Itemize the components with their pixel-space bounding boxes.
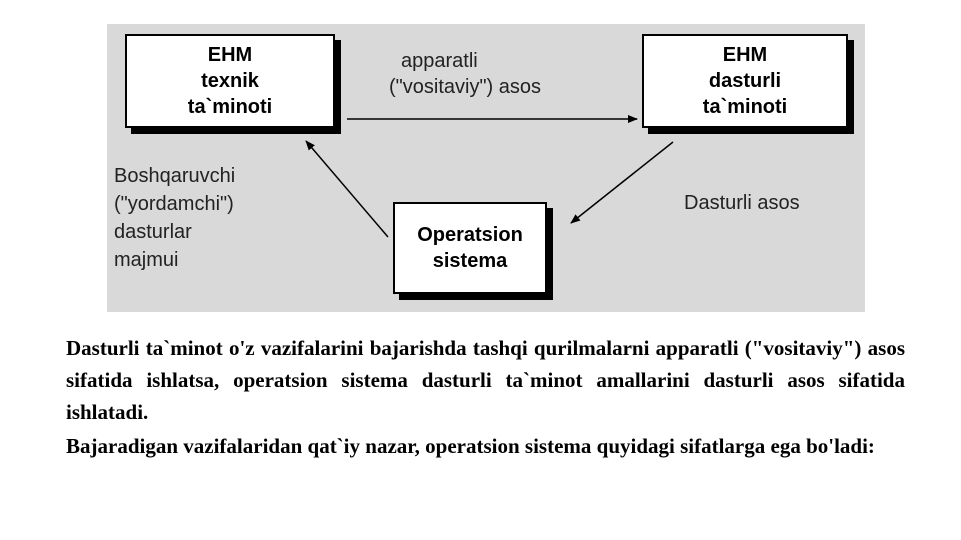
label-hardware-basis-line1: apparatli: [401, 50, 478, 72]
label-hardware-basis: apparatli ("vositaviy") asos: [389, 48, 541, 100]
label-control-programs: Boshqaruvchi ("yordamchi") dasturlar maj…: [114, 162, 235, 274]
box-software: EHM dasturli ta`minoti: [642, 34, 848, 128]
box-software-line2: dasturli: [708, 70, 782, 92]
diagram-arrows: [305, 115, 674, 238]
paragraph-2: Bajaradigan vazifalaridan qat`iy nazar, …: [66, 434, 875, 458]
arrow-software-to-os: [570, 141, 674, 224]
os-diagram: EHM texnik ta`minoti EHM dasturli ta`min…: [107, 24, 865, 312]
label-hardware-basis-line2: ("vositaviy") asos: [389, 76, 542, 98]
box-operating-system: Operatsion sistema: [393, 202, 547, 294]
paragraph-1: Dasturli ta`minot o'z vazifalarini bajar…: [66, 336, 905, 424]
arrow-os-to-hardware: [305, 140, 389, 238]
box-hardware-line1: EHM: [207, 44, 253, 66]
box-software-line1: EHM: [722, 44, 768, 66]
box-hardware: EHM texnik ta`minoti: [125, 34, 335, 128]
label-control-line4: majmui: [114, 249, 179, 271]
label-control-line2: ("yordamchi"): [114, 193, 234, 215]
label-control-line1: Boshqaruvchi: [114, 165, 236, 187]
label-control-line3: dasturlar: [114, 221, 192, 243]
label-software-basis: Dasturli asos: [684, 192, 800, 214]
box-software-line3: ta`minoti: [702, 96, 788, 118]
box-os-line1: Operatsion: [417, 224, 523, 246]
box-hardware-line2: texnik: [201, 70, 259, 92]
box-os-line2: sistema: [432, 250, 508, 272]
box-hardware-line3: ta`minoti: [187, 96, 273, 118]
